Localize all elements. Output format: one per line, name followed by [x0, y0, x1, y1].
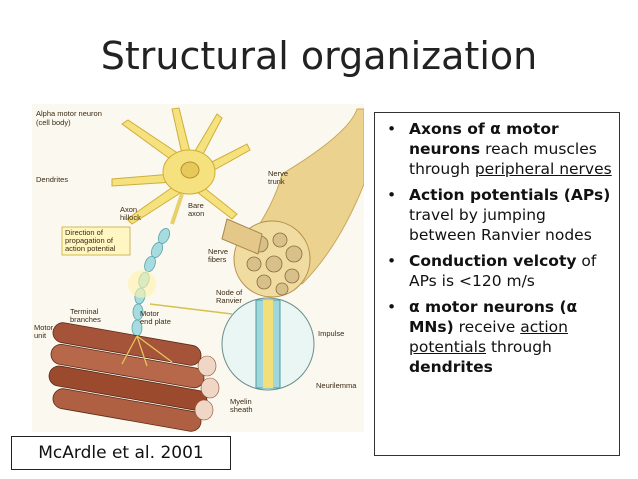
bullet-3-text: of APs is <120 m/s	[409, 252, 597, 290]
bullet-1-bold: Axons of α motor neurons	[409, 120, 559, 158]
label-dendrites: Dendrites	[36, 175, 68, 184]
bullet-4-text: receive	[453, 318, 521, 336]
label-alpha-motor-neuron: Alpha motor neuron	[36, 109, 102, 118]
label-trunk: trunk	[268, 177, 285, 186]
bullet-4-link: action potentials	[409, 318, 568, 356]
bullet-3-bold: Conduction velcoty	[409, 252, 577, 270]
label-branches: branches	[70, 315, 101, 324]
bullet-box: Axons of α motor neurons reach muscles t…	[374, 112, 620, 456]
bullet-4-bold-2: dendrites	[409, 358, 493, 376]
label-end-plate: end plate	[140, 317, 171, 326]
label-sheath: sheath	[230, 405, 253, 414]
label-nerve: Nerve	[268, 169, 288, 178]
neuron-illustration: Alpha motor neuron (cell body) Dendrites…	[32, 104, 364, 432]
bullet-2-bold: Action potentials (APs)	[409, 186, 611, 204]
bullet-item-conduction: Conduction velcoty of APs is <120 m/s	[381, 251, 613, 291]
label-direction-1: Direction of	[65, 228, 104, 237]
label-bare-axon: axon	[188, 209, 204, 218]
label-motor: Motor	[140, 309, 160, 318]
bullet-2-text: travel by jumping between Ranvier nodes	[409, 206, 592, 244]
citation: McArdle et al. 2001	[11, 436, 231, 470]
bullet-item-action-potentials: Action potentials (APs) travel by jumpin…	[381, 185, 613, 245]
label-hillock: hillock	[120, 213, 141, 222]
label-axon: Axon	[120, 205, 137, 214]
label-terminal: Terminal	[70, 307, 99, 316]
label-cell-body: (cell body)	[36, 118, 71, 127]
label-neurilemma: Neurilemma	[316, 381, 357, 390]
label-nerve-fibers-1: Nerve	[208, 247, 228, 256]
label-ranvier: Ranvier	[216, 296, 242, 305]
label-motor-unit-1: Motor	[34, 323, 54, 332]
label-motor-unit-2: unit	[34, 331, 47, 340]
label-impulse: Impulse	[318, 329, 344, 338]
bullet-item-motor-neurons: α motor neurons (α MNs) receive action p…	[381, 297, 613, 377]
bullet-list: Axons of α motor neurons reach muscles t…	[381, 119, 613, 377]
bullet-1-link: peripheral nerves	[474, 160, 612, 178]
slide-title: Structural organization	[100, 34, 538, 78]
label-bare: Bare	[188, 201, 204, 210]
bullet-item-axons: Axons of α motor neurons reach muscles t…	[381, 119, 613, 179]
bullet-4-bold: α motor neurons (α MNs)	[409, 298, 578, 336]
label-direction-2: propagation of	[65, 236, 114, 245]
label-node-of: Node of	[216, 288, 243, 297]
label-myelin: Myelin	[230, 397, 252, 406]
label-nerve-fibers-2: fibers	[208, 255, 227, 264]
bullet-1-text: reach muscles through	[409, 140, 597, 178]
bullet-4-text-2: through	[486, 338, 552, 356]
label-direction-3: action potential	[65, 244, 116, 253]
